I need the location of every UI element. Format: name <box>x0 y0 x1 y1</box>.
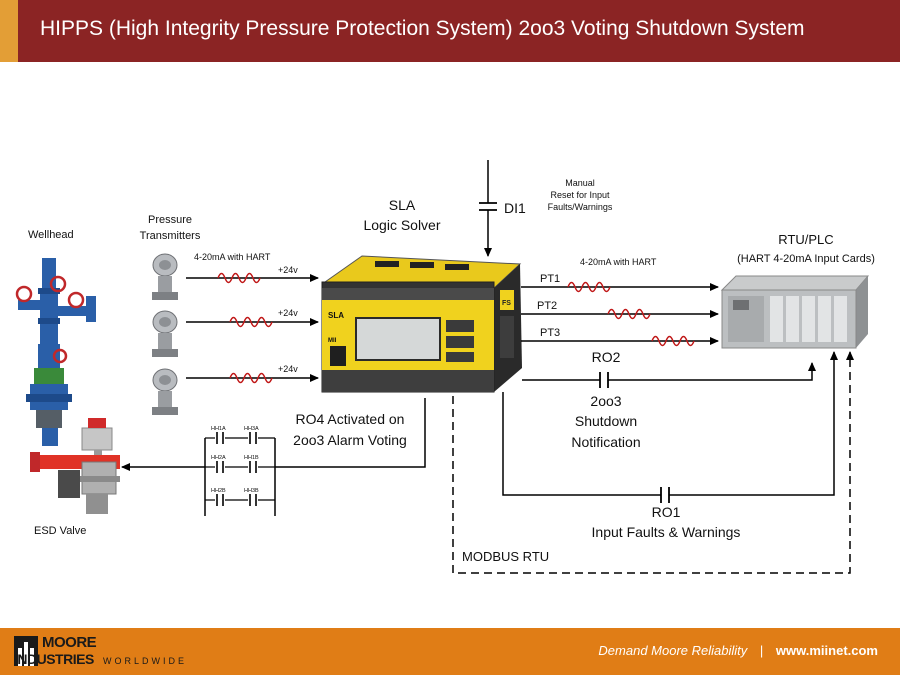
manual-reset-label: Manual <box>565 178 595 188</box>
contact-label: HH3A <box>244 426 259 432</box>
hart-wave <box>651 335 695 347</box>
rtu-plc-label: RTU/PLC <box>778 232 833 247</box>
logic-solver-label: Logic Solver <box>363 217 440 233</box>
title-accent <box>0 0 18 62</box>
pressure-transmitters-label: Transmitters <box>140 230 201 242</box>
hart-wave <box>229 372 273 384</box>
tagline-separator: | <box>759 643 764 658</box>
ro2-description: Shutdown <box>575 413 637 429</box>
ro1-description: Input Faults & Warnings <box>592 524 741 540</box>
contact-label: HH3B <box>244 488 259 494</box>
wellhead-label: Wellhead <box>28 229 74 241</box>
manual-reset-label: Faults/Warnings <box>548 202 613 212</box>
pressure-transmitter-icon <box>152 253 178 300</box>
hipps-diagram: SLA MII FS SLA Logic Solver DI1 Manual R… <box>15 160 875 574</box>
device-name-label: SLA <box>328 311 344 320</box>
ro4-label: RO4 Activated on <box>296 411 405 427</box>
page-title: HIPPS (High Integrity Pressure Protectio… <box>40 17 805 40</box>
contact-label: HH1B <box>244 455 259 461</box>
modbus-rtu-label: MODBUS RTU <box>462 549 549 564</box>
pressure-transmitter-icon <box>152 368 178 415</box>
moore-industries-logo: MOORE INDUSTRIES WORLDWIDE <box>14 634 189 670</box>
pt3-label: PT3 <box>540 327 560 339</box>
ro2-description: Notification <box>571 434 640 450</box>
hart-wave <box>217 272 261 284</box>
voting-ladder <box>204 432 276 516</box>
ro1-line <box>502 351 838 496</box>
ro2-description: 2oo3 <box>590 393 621 409</box>
rtu-plc-rack-icon <box>720 275 870 349</box>
esd-valve-icon <box>30 418 120 514</box>
title-background <box>18 0 900 62</box>
footer-tagline: Demand Moore Reliability | www.miinet.co… <box>598 643 878 658</box>
sla-label: SLA <box>389 197 416 213</box>
title-bar: HIPPS (High Integrity Pressure Protectio… <box>0 0 900 62</box>
input-signal-label: 4-20mA with HART <box>194 252 271 262</box>
sla-logic-solver-device: SLA MII FS <box>321 255 522 393</box>
website-link[interactable]: www.miinet.com <box>775 643 878 658</box>
contact-label: HH1A <box>211 426 226 432</box>
contact-label: HH2A <box>211 455 226 461</box>
di1-label: DI1 <box>504 200 526 216</box>
rtu-plc-sublabel: (HART 4-20mA Input Cards) <box>737 253 875 265</box>
ro4-description: 2oo3 Alarm Voting <box>293 432 407 448</box>
supply-label: +24v <box>278 265 298 275</box>
device-brand-label: MII <box>328 338 337 344</box>
logo-subtext: WORLDWIDE <box>103 656 187 666</box>
ro2-line <box>522 362 816 381</box>
wellhead-icon <box>15 258 96 446</box>
ro4-line <box>275 398 426 468</box>
logo-text: INDUSTRIES <box>14 651 94 667</box>
pressure-transmitter-icon <box>152 310 178 357</box>
pt2-label: PT2 <box>537 300 557 312</box>
manual-reset-label: Reset for Input <box>550 190 610 200</box>
hart-wave <box>567 281 611 293</box>
ro2-label: RO2 <box>592 349 621 365</box>
output-signal-label: 4-20mA with HART <box>580 257 657 267</box>
logo-text: MOORE <box>42 634 97 651</box>
pt1-label: PT1 <box>540 273 560 285</box>
tagline-text: Demand Moore Reliability <box>598 643 748 658</box>
supply-label: +24v <box>278 364 298 374</box>
pressure-transmitters-label: Pressure <box>148 214 192 226</box>
esd-valve-label: ESD Valve <box>34 525 86 537</box>
footer: MOORE INDUSTRIES WORLDWIDE Demand Moore … <box>0 628 900 675</box>
hart-wave <box>607 308 651 320</box>
device-maker-label: FS <box>502 300 511 307</box>
hart-wave <box>229 316 273 328</box>
contact-label: HH2B <box>211 488 226 494</box>
ro1-label: RO1 <box>652 504 681 520</box>
supply-label: +24v <box>278 308 298 318</box>
logo-mark-icon <box>14 636 38 666</box>
